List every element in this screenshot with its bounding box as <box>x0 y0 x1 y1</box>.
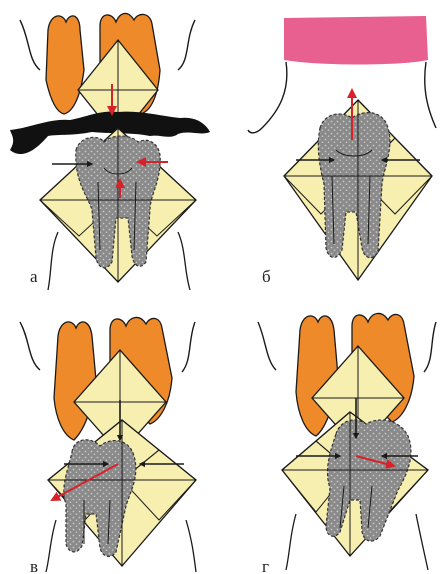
panel-v: в <box>20 317 196 574</box>
panel-b: б <box>248 16 436 286</box>
panel-b-label: б <box>262 267 271 286</box>
pink-appliance <box>284 16 428 65</box>
upper-tooth-left <box>46 16 84 114</box>
panel-g: г <box>258 313 436 574</box>
panel-v-label: в <box>30 557 38 574</box>
panel-g-label: г <box>262 557 269 574</box>
panel-a: а <box>10 13 210 290</box>
panel-a-label: а <box>30 267 38 286</box>
upper-tooth-left-v <box>54 322 96 440</box>
